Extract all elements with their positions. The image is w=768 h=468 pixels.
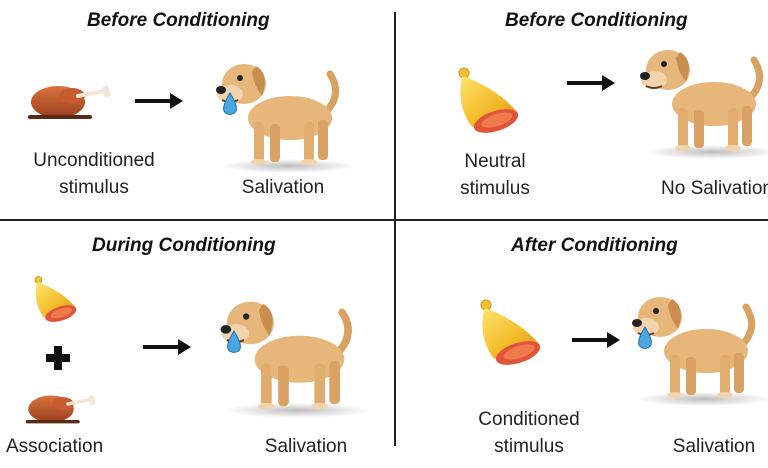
roast-chicken-icon xyxy=(28,85,111,119)
stimulus-label: Neutral stimulus xyxy=(440,148,550,202)
bell-icon xyxy=(458,67,519,133)
dog-icon xyxy=(220,301,370,418)
right-arrow-icon xyxy=(143,339,191,355)
stimulus-label-line-1: Association xyxy=(6,436,104,457)
stimulus-label-line-2: stimulus xyxy=(494,436,564,457)
stimulus-label-line-2: stimulus xyxy=(460,178,530,199)
stimulus-label: Conditioned stimulus xyxy=(464,406,594,460)
response-label: Salivation xyxy=(672,436,756,457)
right-arrow-icon xyxy=(572,332,620,348)
panel-title: During Conditioning xyxy=(92,235,276,256)
response-label: Salivation xyxy=(264,436,348,457)
saliva-drop-icon xyxy=(223,92,237,115)
bell-icon xyxy=(34,276,77,322)
stimulus-label: Association xyxy=(6,433,103,460)
saliva-drop-icon xyxy=(638,326,652,349)
right-arrow-icon xyxy=(567,75,615,91)
plus-icon xyxy=(46,346,70,370)
stimulus-label: Unconditioned stimulus xyxy=(22,147,166,201)
dog-icon xyxy=(632,297,768,406)
dog-icon xyxy=(216,64,356,173)
response-label: No Salivation xyxy=(661,178,768,199)
roast-chicken-icon xyxy=(25,395,96,424)
stimulus-label-line-2: stimulus xyxy=(59,177,129,198)
vertical-divider xyxy=(394,12,396,446)
stimulus-label-line-1: Unconditioned xyxy=(33,150,155,171)
dog-icon xyxy=(640,50,768,159)
panel-title: Before Conditioning xyxy=(505,10,688,31)
stimulus-label-line-1: Conditioned xyxy=(478,409,580,430)
panel-title: After Conditioning xyxy=(511,235,678,256)
response-label: Salivation xyxy=(241,177,325,198)
bell-icon xyxy=(480,299,541,365)
panel-title: Before Conditioning xyxy=(87,10,270,31)
stimulus-label-line-1: Neutral xyxy=(464,151,526,172)
saliva-drop-icon xyxy=(227,330,241,353)
right-arrow-icon xyxy=(135,93,183,109)
horizontal-divider xyxy=(0,219,768,221)
